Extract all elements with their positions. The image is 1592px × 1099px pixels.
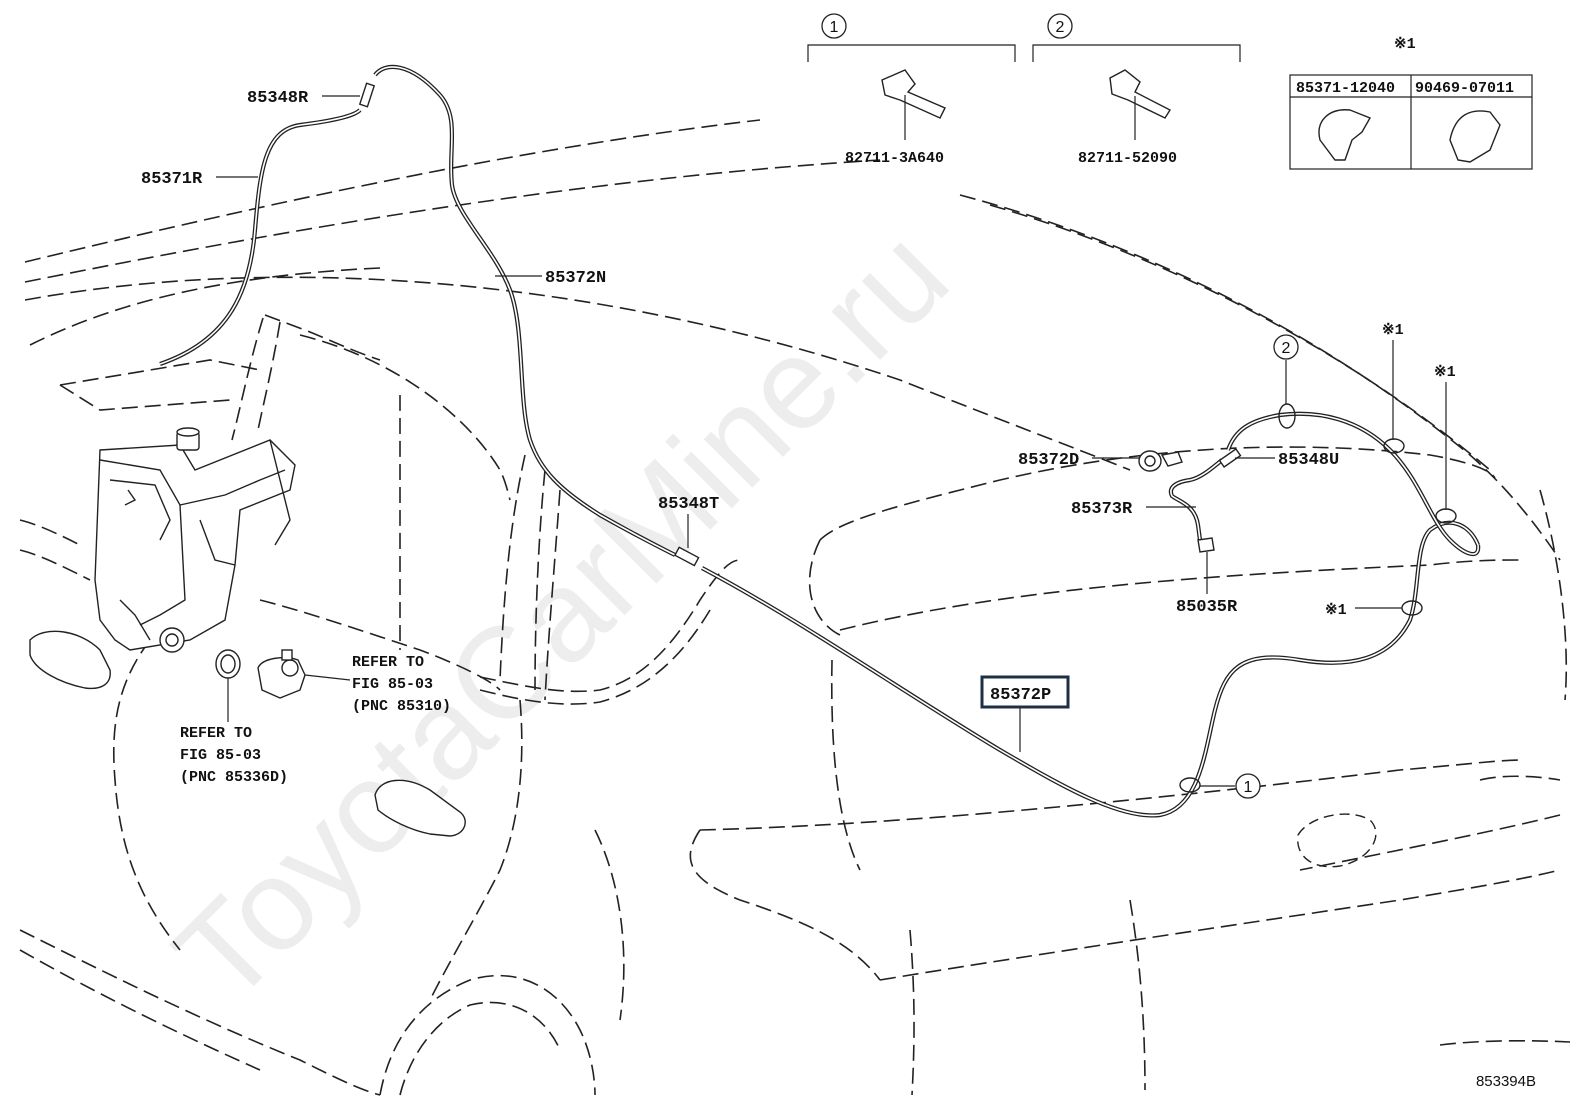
label-85035r: 85035R — [1176, 598, 1238, 617]
refer-grommet-line2: FIG 85-03 — [180, 747, 261, 764]
refer-pump-line1: REFER TO — [352, 654, 424, 671]
hose-clamps — [1179, 403, 1457, 793]
valve-85035r — [1197, 537, 1215, 553]
note-mark: ※1 — [1394, 36, 1416, 53]
hose-85372p — [701, 411, 1481, 818]
refer-note-pump: REFER TO FIG 85-03 (PNC 85310) — [352, 654, 451, 715]
label-85373r: 85373R — [1071, 500, 1133, 519]
note-col1-part: 85371-12040 — [1296, 80, 1395, 97]
clip-2-badge: 2 — [1282, 340, 1291, 357]
variant-1-badge: 1 — [830, 19, 839, 36]
label-85372d: 85372D — [1018, 451, 1079, 470]
label-85371r: 85371R — [141, 170, 203, 189]
label-85372p[interactable]: 85372P — [990, 686, 1051, 705]
note-col2-part: 90469-07011 — [1415, 80, 1514, 97]
joint-85348u — [1218, 448, 1242, 468]
joint-85348r — [358, 82, 376, 108]
callouts: 85348R 85371R 85372N 85348T 85372D 85348… — [141, 89, 1456, 799]
label-85348t: 85348T — [658, 495, 719, 514]
label-85372n: 85372N — [545, 269, 606, 288]
refer-grommet-line3: (PNC 85336D) — [180, 769, 288, 786]
variant-1-part-number: 82711-3A640 — [845, 150, 944, 167]
note-mark-a: ※1 — [1382, 322, 1404, 339]
watermark: ToyotaCarMine.ru — [147, 201, 976, 1030]
washer-tank — [94, 427, 296, 653]
note-table: ※1 85371-12040 90469-07011 — [1289, 36, 1533, 170]
variant-brackets: 1 2 82711-3A640 82711-52090 — [807, 13, 1241, 167]
clip-1-badge: 1 — [1244, 779, 1253, 796]
refer-grommet-line1: REFER TO — [180, 725, 252, 742]
figure-code: 853394B — [1476, 1073, 1536, 1090]
hose-85371r — [159, 108, 362, 366]
note-mark-c: ※1 — [1325, 602, 1347, 619]
refer-pump-line3: (PNC 85310) — [352, 698, 451, 715]
grommet-85336d — [215, 649, 241, 722]
refer-note-grommet: REFER TO FIG 85-03 (PNC 85336D) — [180, 725, 288, 786]
washer-pump-85310 — [257, 649, 351, 699]
label-85348r: 85348R — [247, 89, 309, 108]
joint-85348t — [673, 546, 700, 567]
label-85348u: 85348U — [1278, 451, 1339, 470]
hose-85372n — [373, 64, 676, 557]
variant-2-badge: 2 — [1056, 19, 1065, 36]
leader-lines — [216, 95, 1447, 787]
hose-85373r — [1168, 458, 1224, 541]
variant-2-part-number: 82711-52090 — [1078, 150, 1177, 167]
refer-pump-line2: FIG 85-03 — [352, 676, 433, 693]
highlight-box — [980, 675, 1070, 709]
note-mark-b: ※1 — [1434, 364, 1456, 381]
nozzle-85372d — [1138, 450, 1183, 472]
car-body-outline — [19, 119, 1571, 1096]
